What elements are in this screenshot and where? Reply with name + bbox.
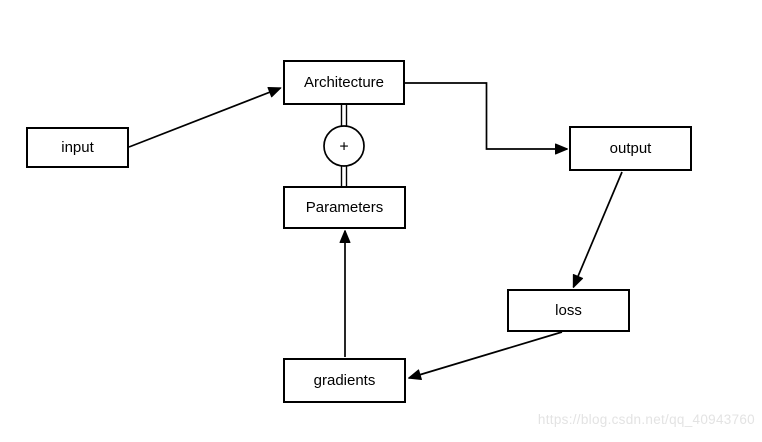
node-gradients-label: gradients <box>313 372 376 389</box>
edge-output-loss <box>572 171 623 288</box>
node-parameters: Parameters <box>283 186 406 229</box>
node-architecture: Architecture <box>283 60 405 105</box>
node-parameters-label: Parameters <box>305 199 384 216</box>
node-output-label: output <box>609 140 652 157</box>
sum-node-circle <box>323 125 365 167</box>
edge-input-architecture <box>128 87 282 148</box>
edge-loss-gradients <box>408 331 563 380</box>
edge-architecture-output <box>405 82 568 155</box>
watermark: https://blog.csdn.net/qq_40943760 <box>537 412 755 427</box>
node-loss-label: loss <box>555 302 582 319</box>
node-output: output <box>569 126 692 171</box>
node-input: input <box>26 127 129 168</box>
node-input-label: input <box>61 139 94 156</box>
node-gradients: gradients <box>283 358 406 403</box>
node-loss: loss <box>507 289 630 332</box>
sum-operator: + <box>339 139 348 156</box>
node-architecture-label: Architecture <box>303 74 385 91</box>
